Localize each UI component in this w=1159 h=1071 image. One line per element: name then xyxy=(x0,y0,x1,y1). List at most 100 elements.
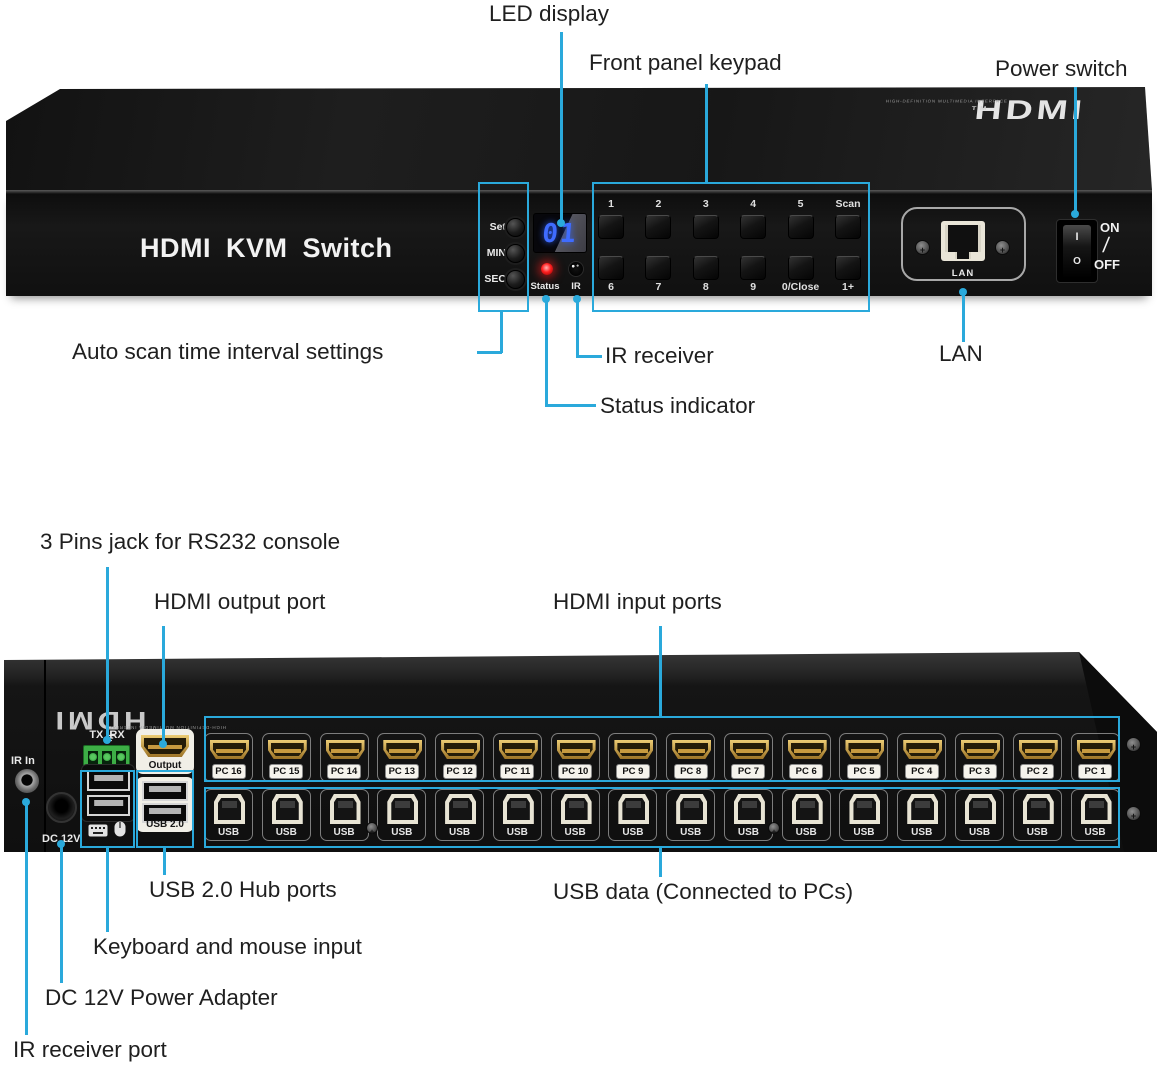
hdmi-connector-pins xyxy=(446,748,475,753)
leader-ir-receiver-h xyxy=(576,355,602,358)
usb-b-cavity xyxy=(911,798,935,820)
keypad-key-label: 7 xyxy=(655,281,662,293)
pc-port-label: PC 10 xyxy=(558,764,593,779)
hdmi-input-port xyxy=(672,740,712,759)
leader-ir-receiver xyxy=(576,299,579,357)
hdmi-connector-pins xyxy=(562,748,590,753)
leader-dot xyxy=(959,288,967,296)
label-power-switch: Power switch xyxy=(995,56,1128,81)
leader-led-display xyxy=(560,32,563,222)
timer-button-set xyxy=(506,218,525,237)
lan-port-outline xyxy=(901,207,1026,281)
usb-data-group: USB xyxy=(897,789,947,841)
usb-20-label: USB 2.0 xyxy=(146,819,184,830)
usb-b-cavity xyxy=(680,798,704,820)
usb-port-label: USB xyxy=(391,827,413,838)
timer-button-label: Set xyxy=(489,221,506,233)
label-kb-mouse: Keyboard and mouse input xyxy=(93,934,362,959)
leader-kb-mouse xyxy=(106,848,109,932)
ir-in-jack xyxy=(15,769,39,793)
usb-b-port xyxy=(849,794,881,824)
hdmi-input-group: PC 7 xyxy=(723,733,773,782)
leader-power-switch xyxy=(1074,87,1077,213)
leader-dot xyxy=(57,840,65,848)
bracket-usb-hub xyxy=(136,770,194,848)
usb-hub-panel: USB 2.0 xyxy=(136,777,194,832)
label-usb-data: USB data (Connected to PCs) xyxy=(553,879,854,904)
hdmi-connector-pins xyxy=(389,748,417,753)
usb-a-port xyxy=(142,781,188,801)
keypad-button-4 xyxy=(740,215,767,239)
screw-icon xyxy=(768,822,780,834)
usb-b-port xyxy=(502,794,534,824)
usb-port-label: USB xyxy=(449,827,471,838)
usb-b-port xyxy=(214,794,245,824)
label-lan: LAN xyxy=(939,341,983,366)
usb-b-cavity xyxy=(1084,798,1108,820)
keypad-button-5 xyxy=(787,215,814,239)
usb-data-group: USB xyxy=(550,789,600,841)
leader-usb-data xyxy=(659,848,662,877)
hdmi-connector-pins xyxy=(909,748,937,753)
usb-data-group: USB xyxy=(666,789,716,841)
keypad-button-9 xyxy=(740,256,767,280)
timer-button-label: SEC xyxy=(484,273,506,285)
usb-b-port xyxy=(387,794,419,824)
hdmi-connector-pins xyxy=(1024,748,1052,753)
rs232-terminal-labels: TX RX xyxy=(84,729,130,742)
hdmi-input-port xyxy=(267,740,307,759)
keypad-button-1 xyxy=(598,215,624,239)
usb-port-label: USB xyxy=(737,827,759,838)
screw-icon xyxy=(1126,737,1141,752)
hdmi-connector-pins xyxy=(273,748,301,753)
label-ir-receiver: IR receiver xyxy=(605,343,714,368)
hdmi-input-port xyxy=(556,740,596,759)
hdmi-input-port xyxy=(325,740,365,759)
hdmi-input-group: PC 9 xyxy=(608,733,658,782)
keypad-key-label: 5 xyxy=(797,198,804,210)
keypad-button-6 xyxy=(598,256,624,280)
usb-b-port xyxy=(560,794,592,824)
status-led-indicator xyxy=(541,263,553,275)
front-device-top-face xyxy=(6,87,1152,190)
usb-b-port xyxy=(1080,794,1112,824)
usb-data-group: USB xyxy=(1070,789,1120,841)
screw-icon xyxy=(366,822,378,834)
pc-port-label: PC 3 xyxy=(962,764,997,779)
usb-b-port xyxy=(791,794,823,824)
dc-power-jack xyxy=(46,792,77,823)
ir-receiver-dome xyxy=(568,261,584,277)
hdmi-connector-pins xyxy=(678,748,706,753)
usb-data-group: USB xyxy=(261,789,311,841)
rj45-clip-tab xyxy=(955,252,971,259)
usb-b-port xyxy=(733,794,765,824)
pc-port-label: PC 9 xyxy=(615,764,650,779)
usb-port-label: USB xyxy=(795,827,817,838)
tx-label: TX xyxy=(89,729,104,741)
hdmi-input-port xyxy=(383,740,423,759)
usb-data-group: USB xyxy=(377,789,427,841)
pc-port-label: PC 12 xyxy=(442,764,477,779)
bracket-hdmi-inputs xyxy=(204,716,1120,782)
screw-icon xyxy=(915,240,930,255)
usb-data-group: USB xyxy=(492,789,542,841)
usb-port-label: USB xyxy=(564,827,586,838)
usb-b-cavity xyxy=(449,798,473,820)
pc-port-label: PC 4 xyxy=(904,764,939,779)
hdmi-connector-pins xyxy=(793,748,821,753)
usb-b-cavity xyxy=(1026,798,1050,820)
label-rs232: 3 Pins jack for RS232 console xyxy=(40,529,341,554)
bracket-keypad xyxy=(592,182,870,312)
label-dc-power: DC 12V Power Adapter xyxy=(45,985,278,1010)
hdmi-input-group: PC 12 xyxy=(435,733,485,782)
hdmi-input-port xyxy=(1076,740,1116,759)
pc-port-label: PC 14 xyxy=(327,764,362,779)
usb-data-group: USB xyxy=(608,789,658,841)
usb-b-cavity xyxy=(391,798,415,820)
hdmi-connector-pins xyxy=(966,748,995,753)
output-label: Output xyxy=(148,760,182,771)
hdmi-logo-rear: HDMI HIGH-DEFINITION MULTIMEDIA INTERFAC… xyxy=(48,697,226,734)
hdmi-connector-pins xyxy=(1082,748,1110,753)
leader-dc-power xyxy=(60,845,63,983)
keypad-button-8 xyxy=(692,256,719,280)
